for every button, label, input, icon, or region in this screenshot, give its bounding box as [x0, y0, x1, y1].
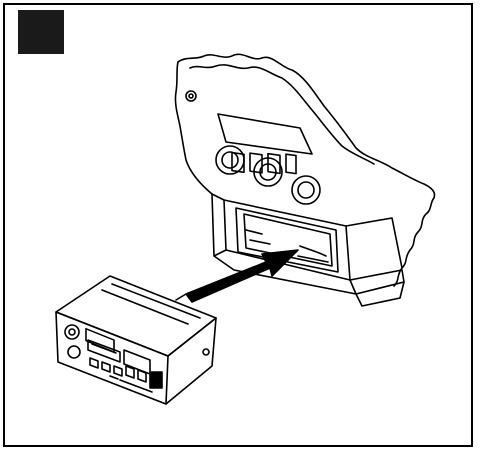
insert-direction-arrow	[175, 249, 299, 303]
car-radio-unit-illustration	[55, 275, 217, 405]
step-number-badge	[18, 10, 64, 54]
dashboard-console-illustration	[174, 53, 436, 307]
instruction-panel	[3, 3, 473, 447]
